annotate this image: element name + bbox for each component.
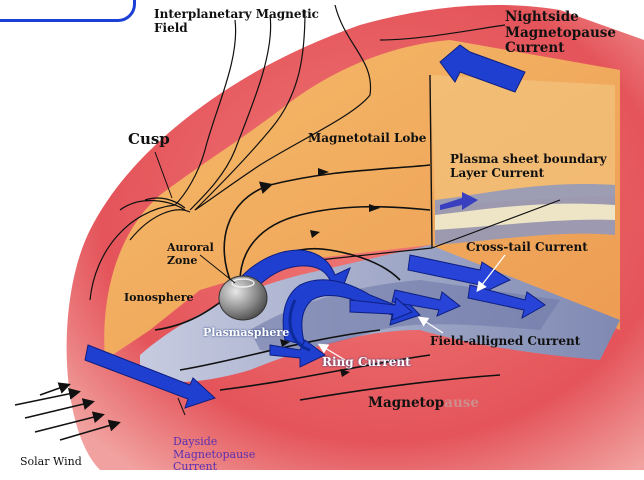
imf-label: Interplanetary Magnetic Field: [154, 8, 319, 36]
magnetopause-label: Magnetopause: [368, 396, 479, 412]
field-aligned-label: Field-alligned Current: [430, 335, 580, 349]
psbl-label: Plasma sheet boundary Layer Current: [450, 153, 607, 181]
dayside-label: Dayside Magnetopause Current: [173, 436, 255, 474]
cusp-label: Cusp: [128, 131, 170, 148]
auroral-zone-label: Auroral Zone: [167, 242, 214, 267]
ionosphere-label: Ionosphere: [124, 292, 194, 305]
solar-wind-label: Solar Wind: [20, 456, 82, 469]
cross-tail-label: Cross-tail Current: [466, 241, 588, 255]
earth: [219, 276, 267, 320]
ring-current-label: Ring Current: [322, 356, 411, 370]
magnetopause-label-b: ause: [444, 395, 479, 411]
magnetotail-lobe-label: Magnetotail Lobe: [308, 132, 426, 146]
magnetopause-label-a: Magnetop: [368, 395, 444, 411]
nightside-label: Nightside Magnetopause Current: [505, 10, 616, 57]
plasmasphere-label: Plasmasphere: [203, 327, 289, 340]
